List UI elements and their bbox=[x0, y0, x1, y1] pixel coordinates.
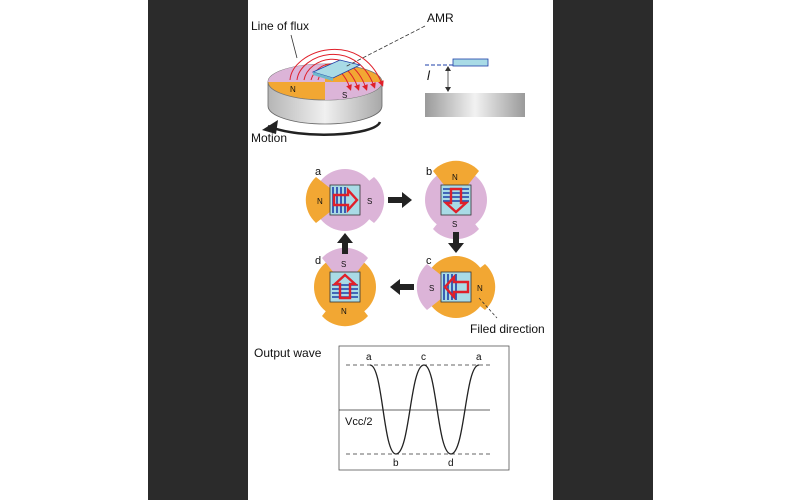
right-dark-margin bbox=[553, 0, 653, 500]
stage-c-letter: c bbox=[426, 255, 432, 267]
vcc-half-label: Vcc/2 bbox=[345, 416, 373, 428]
stage-c-pole-right: N bbox=[477, 284, 483, 293]
disk-pole-s-label: S bbox=[342, 91, 347, 100]
stage-d bbox=[314, 247, 376, 327]
field-leader-line bbox=[478, 297, 498, 319]
amr-label: AMR bbox=[427, 11, 454, 25]
stage-a-pole-left: N bbox=[317, 197, 323, 206]
figure-svg: N S Line of flux AMR Motion l bbox=[251, 11, 545, 471]
disk-pole-n-label: N bbox=[290, 85, 296, 94]
stage-a-letter: a bbox=[315, 166, 322, 178]
stage-d-letter: d bbox=[315, 255, 321, 267]
stage-b-pole-top: N bbox=[452, 173, 458, 182]
stage-c-pole-left: S bbox=[429, 284, 434, 293]
motion-arrow-head bbox=[262, 120, 278, 134]
arrow-a-to-b bbox=[388, 192, 412, 208]
stage-a bbox=[305, 169, 385, 231]
wave-top-label-1: a bbox=[366, 352, 372, 363]
arrow-c-to-d bbox=[390, 279, 414, 295]
side-view bbox=[425, 58, 525, 117]
transition-arrows bbox=[337, 192, 464, 295]
amr-sensor-chip bbox=[311, 59, 362, 81]
motion-arrow bbox=[267, 121, 382, 136]
stage-d-pole-bottom: N bbox=[341, 307, 347, 316]
line-of-flux-label: Line of flux bbox=[251, 19, 309, 33]
flux-leader-line bbox=[290, 34, 298, 59]
wave-bottom-label-1: b bbox=[393, 458, 399, 469]
left-dark-margin bbox=[148, 0, 248, 500]
amr-leader-line bbox=[344, 25, 426, 68]
wave-top-label-3: a bbox=[476, 352, 482, 363]
stage-b bbox=[425, 160, 487, 240]
figure-canvas: N S Line of flux AMR Motion l bbox=[248, 0, 553, 500]
output-wave-title: Output wave bbox=[254, 346, 322, 360]
stage-a-pole-right: S bbox=[367, 197, 372, 206]
output-waveform bbox=[369, 364, 480, 455]
output-wave-frame bbox=[338, 345, 510, 471]
stage-c bbox=[416, 256, 496, 318]
wave-top-label-2: c bbox=[421, 352, 426, 363]
magnet-disk bbox=[267, 63, 383, 125]
wave-bottom-label-2: d bbox=[448, 458, 454, 469]
field-direction-label: Filed direction bbox=[470, 322, 545, 336]
motion-label: Motion bbox=[251, 131, 287, 145]
stage-b-letter: b bbox=[426, 166, 432, 178]
arrow-b-to-c bbox=[448, 232, 464, 253]
stage-b-pole-bottom: S bbox=[452, 220, 457, 229]
arrow-d-to-a bbox=[337, 233, 353, 254]
gap-label: l bbox=[427, 68, 431, 83]
stage-d-pole-top: S bbox=[341, 260, 346, 269]
